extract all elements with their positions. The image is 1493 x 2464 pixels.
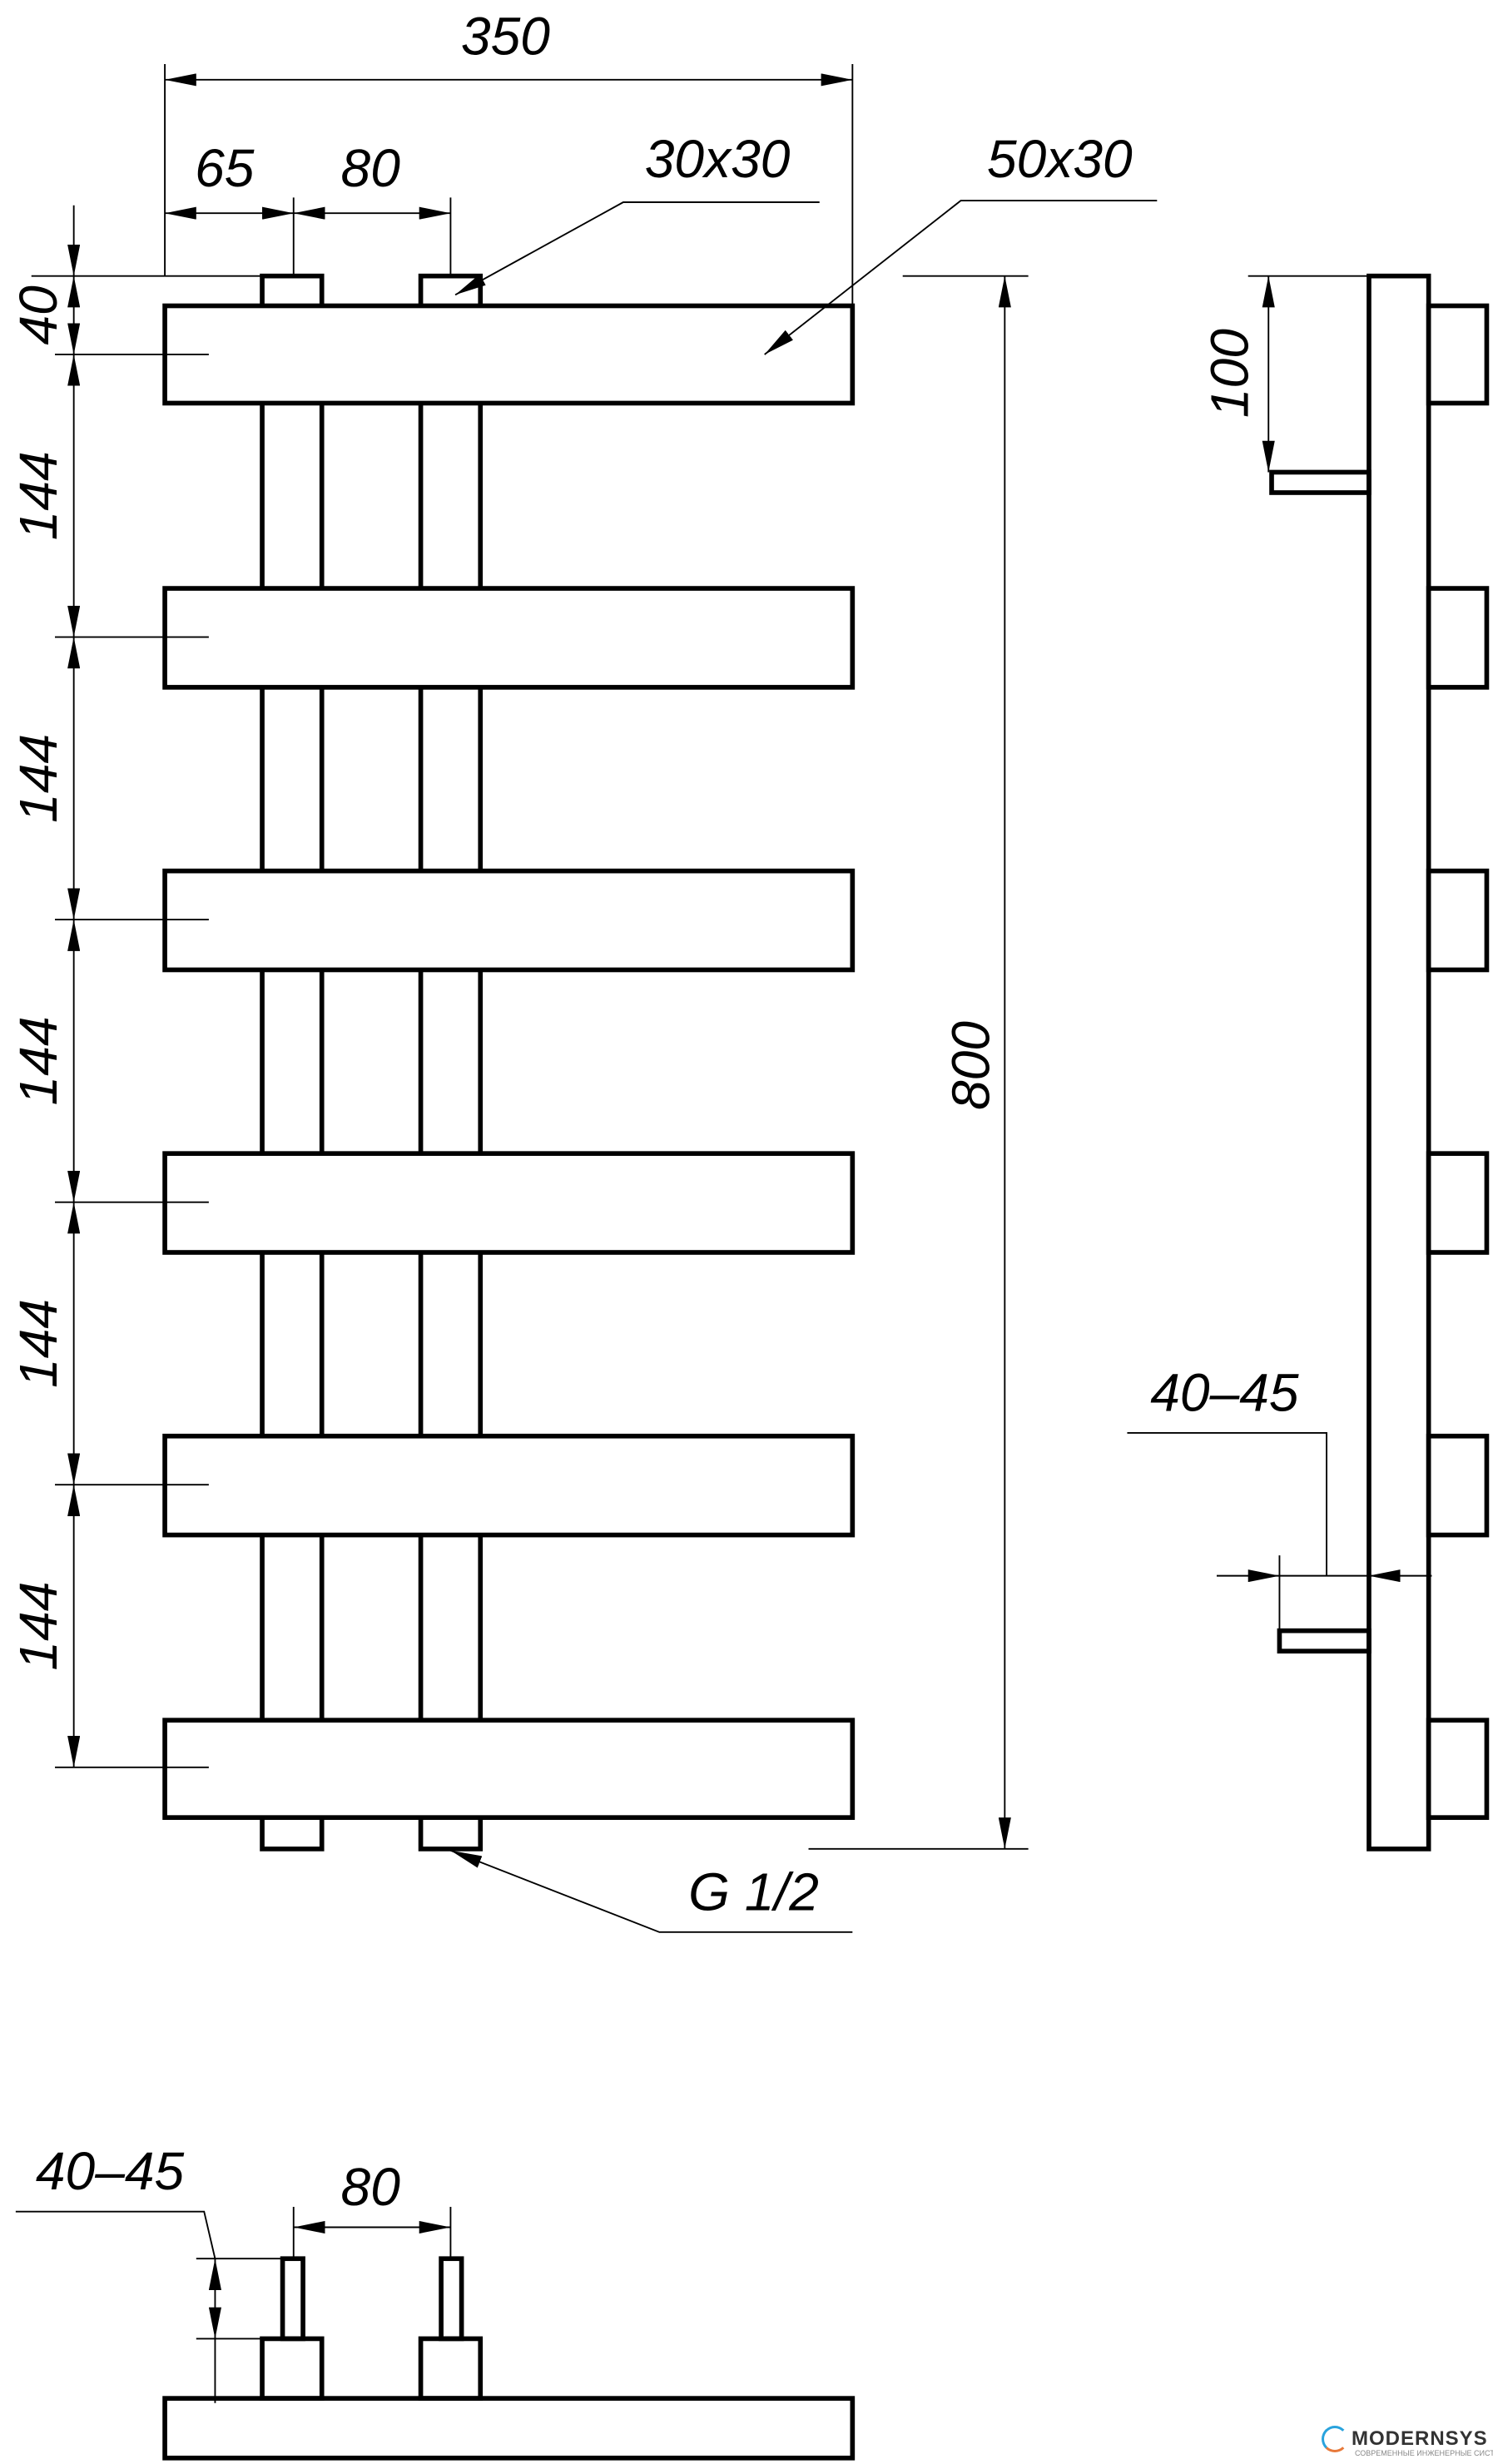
dim-offsets: 65 80 (165, 138, 452, 276)
horizontal-bars (162, 303, 856, 1820)
bar-1 (162, 303, 856, 406)
dim-label: 80 (341, 2157, 401, 2217)
dim-label: 40 (8, 285, 68, 345)
dim-label: 100 (1200, 329, 1260, 418)
modernsys-logo: MODERNSYS СОВРЕМЕННЫЕ ИНЖЕНЕРНЫЕ СИСТЕМЫ (1322, 2424, 1493, 2461)
dim-label: 144 (8, 451, 68, 540)
bar-5 (162, 1433, 856, 1538)
logo-tagline: СОВРЕМЕННЫЕ ИНЖЕНЕРНЫЕ СИСТЕМЫ (1355, 2449, 1493, 2457)
bar-3 (162, 868, 856, 973)
bar-6 (162, 1718, 856, 1820)
right-pipe (418, 273, 484, 1852)
callout-label: G 1/2 (688, 1862, 819, 1921)
dim-overall-height: 800 (808, 275, 1029, 1850)
side-view: 100 40–45 (1127, 273, 1490, 1852)
leader-bar-profile: 50x30 (764, 129, 1158, 355)
dim-vertical-chain: 40 144 144 144 144 144 (8, 205, 267, 1768)
leader-connection: G 1/2 (450, 1849, 853, 1933)
logo-ring-icon (1322, 2426, 1348, 2452)
bottom-bracket (1277, 1628, 1371, 1654)
dim-label: 350 (461, 7, 550, 67)
dim-label: 800 (940, 1021, 1000, 1110)
left-pipe (260, 273, 325, 1852)
dim-label: 144 (8, 734, 68, 823)
dim-label: 144 (8, 1299, 68, 1388)
side-pipe (1367, 273, 1431, 1852)
dim-label: 65 (195, 138, 255, 198)
callout-label: 50x30 (987, 129, 1133, 189)
dim-overall-width: 350 (164, 7, 854, 306)
dim-label: 40–45 (36, 2141, 185, 2201)
front-view: 350 65 80 40 144 (8, 7, 1158, 1933)
logo-brand: MODERNSYS (1352, 2427, 1488, 2450)
bar-2 (162, 586, 856, 690)
dim-label: 144 (8, 1581, 68, 1670)
bottom-view: 80 40–45 (15, 2141, 856, 2461)
dim-label: 40–45 (1150, 1363, 1299, 1423)
leader-pipe-profile: 30x30 (454, 129, 820, 296)
bar-4 (162, 1151, 856, 1255)
bottom-bar (162, 2396, 856, 2461)
top-bracket (1269, 469, 1371, 495)
dim-label: 144 (8, 1016, 68, 1105)
dim-label: 80 (341, 138, 401, 198)
vertical-pipes (260, 273, 484, 1852)
callout-label: 30x30 (645, 129, 791, 189)
